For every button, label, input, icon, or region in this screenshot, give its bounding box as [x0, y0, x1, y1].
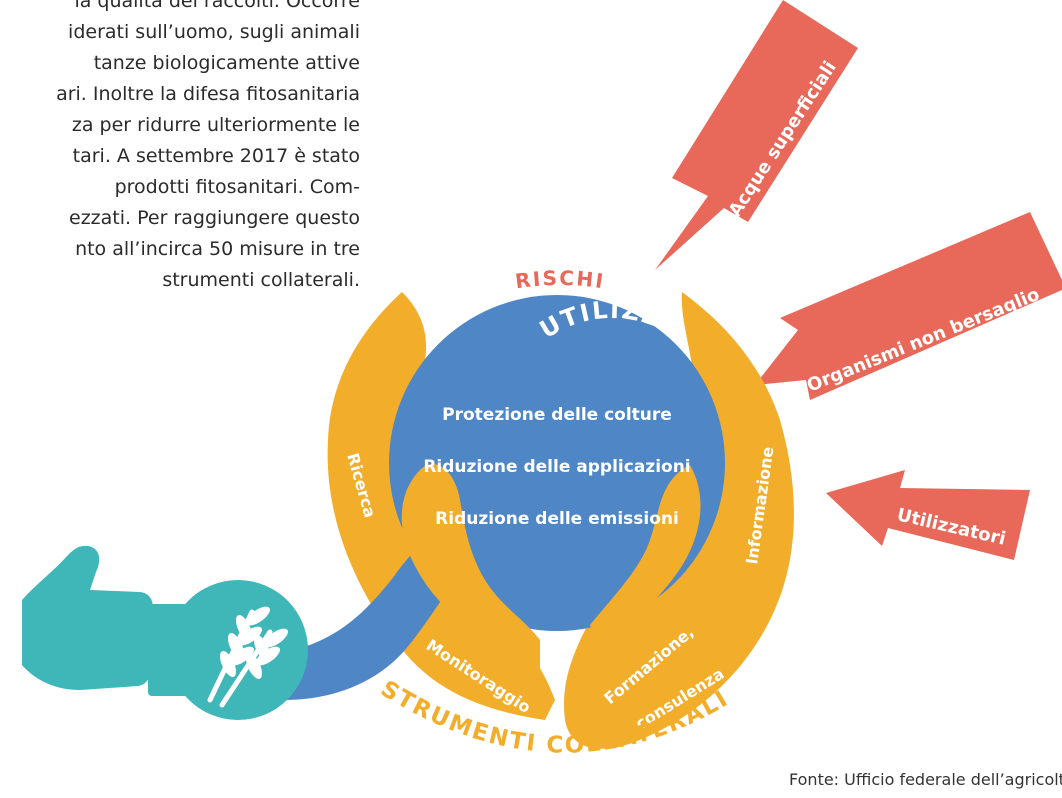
intro-line: ezzati. Per raggiungere questo — [69, 207, 360, 229]
right-fingers — [590, 465, 701, 660]
thumb-shape — [22, 545, 157, 690]
intro-line: strumenti collaterali. — [162, 269, 360, 291]
intro-line: iderati sull’uomo, sugli animali — [68, 21, 360, 43]
intro-line: nto all’incirca 50 misure in tre — [75, 238, 360, 260]
use-circle — [389, 295, 725, 631]
use-item: Protezione delle colture — [442, 405, 672, 425]
intro-paragraph: la qualità dei raccolti. Occorre iderati… — [0, 0, 360, 296]
risks-title: RISCHI — [514, 266, 607, 294]
intro-line: tari. A settembre 2017 è stato — [72, 145, 360, 167]
arrow-organismi-non-bersaglio — [755, 212, 1062, 400]
arrow-utilizzatori — [826, 470, 1030, 560]
source-note: Fonte: Ufficio federale dell’agricoltura — [789, 770, 1062, 789]
use-item: Riduzione delle applicazioni — [423, 457, 690, 477]
intro-line: za per ridurre ulteriormente le — [71, 114, 360, 136]
left-fingers — [401, 464, 540, 670]
wheat-icon — [168, 580, 308, 720]
use-item: Riduzione delle emissioni — [435, 509, 679, 529]
intro-line: ari. Inoltre la difesa fitosanitaria — [56, 83, 360, 105]
front-fingers — [401, 464, 701, 670]
thumbs-up-icon — [22, 545, 188, 696]
intro-line: tanze biologicamente attive — [93, 52, 360, 74]
intro-line: la qualità dei raccolti. Occorre — [74, 0, 360, 12]
intro-line: prodotti fitosanitari. Com- — [114, 176, 360, 198]
arrow-acque-superficiali — [655, 0, 858, 270]
